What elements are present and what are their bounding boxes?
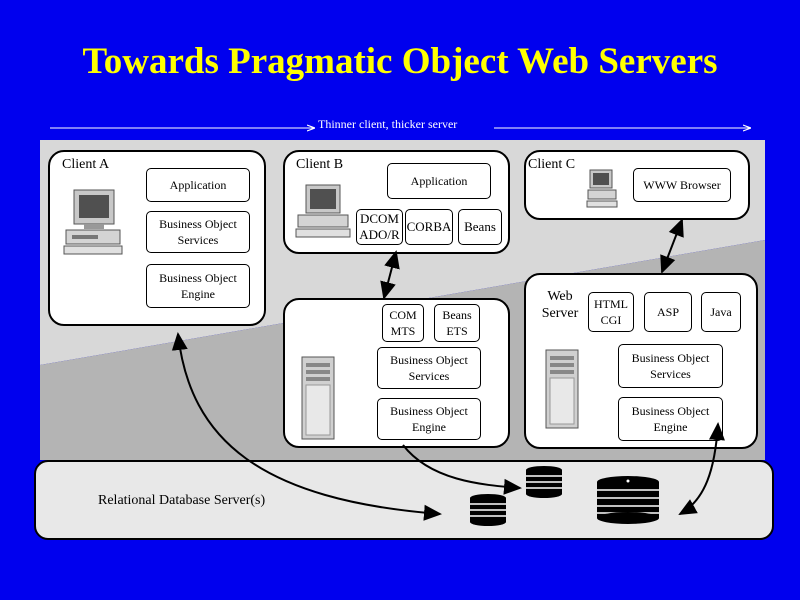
client-a-application: Application — [146, 168, 250, 202]
web-server-java: Java — [701, 292, 741, 332]
subtitle: Thinner client, thicker server — [318, 117, 458, 131]
client-c-browser: WWW Browser — [633, 168, 731, 202]
client-b-corba: CORBA — [405, 209, 453, 245]
server-b-database-arrow — [402, 444, 522, 495]
database-disk-icon — [597, 476, 659, 524]
client-c-label: Client C — [528, 157, 576, 172]
web-server-asp: ASP — [644, 292, 692, 332]
desktop-computer-icon — [63, 189, 123, 255]
client-b-beans: Beans — [458, 209, 502, 245]
client-b-label: Client B — [296, 157, 344, 172]
database-disk-icon — [470, 494, 506, 526]
client-b-application: Application — [387, 163, 491, 199]
desktop-computer-icon — [586, 169, 618, 208]
client-b-server-arrow — [380, 250, 400, 300]
client-a-database-arrow — [171, 332, 442, 521]
web-server-database-arrow — [678, 422, 725, 515]
client-a-label: Client A — [62, 157, 110, 172]
desktop-computer-icon — [295, 184, 351, 238]
client-c-web-arrow — [660, 218, 684, 274]
server-tower-icon — [545, 349, 579, 429]
slide-title: Towards Pragmatic Object Web Servers — [82, 41, 718, 82]
database-disk-icon — [526, 466, 562, 498]
